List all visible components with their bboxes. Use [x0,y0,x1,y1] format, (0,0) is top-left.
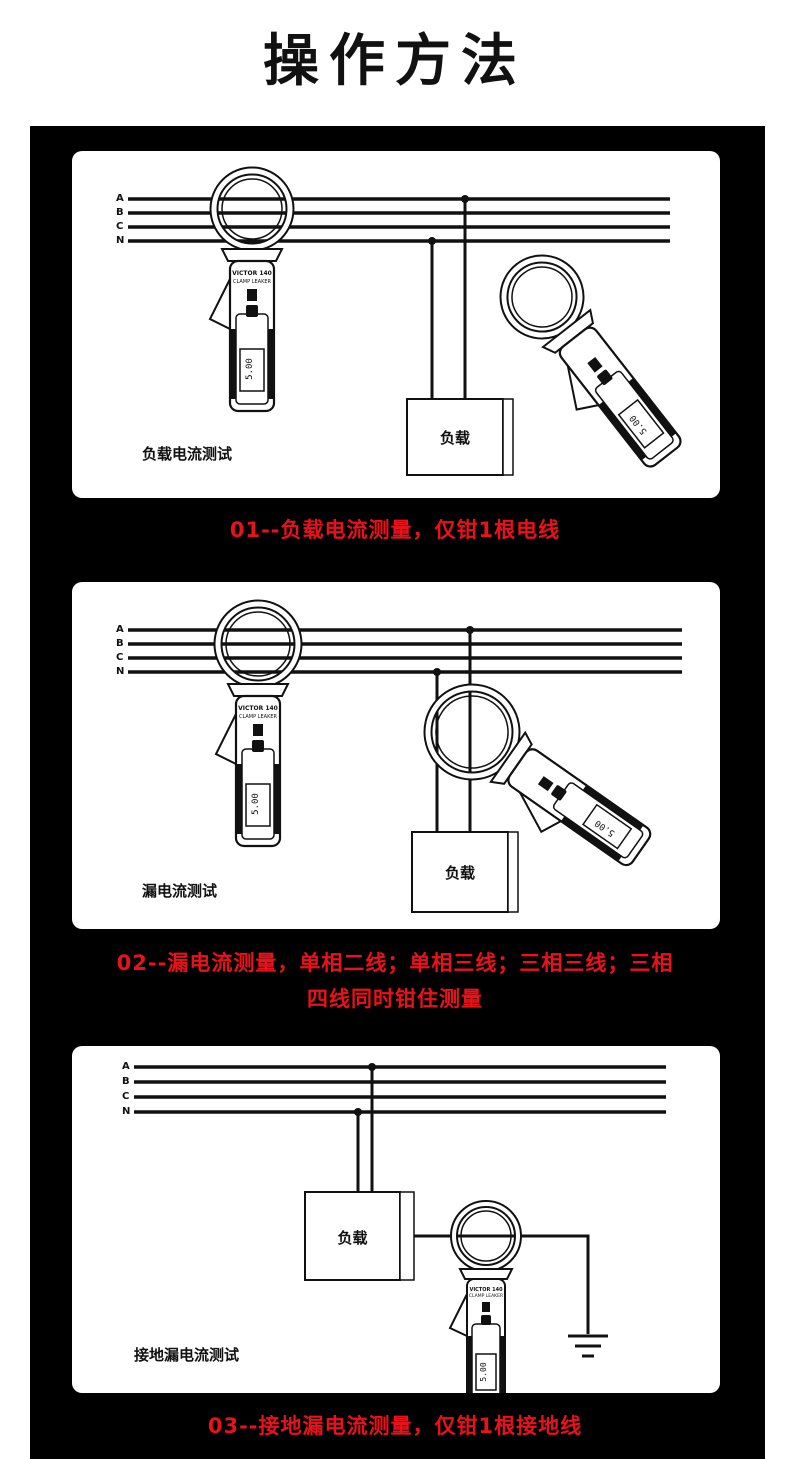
svg-text:5.00: 5.00 [251,793,261,815]
load-label: 负载 [444,864,475,882]
diagram-label: 漏电流测试 [142,882,218,900]
phase-label-c: C [122,1091,130,1102]
phase-label-c: C [116,221,124,232]
phase-label-a: A [116,193,124,204]
diagram-card-2: 5.00 VICTOR 140 CLAMP LEAKER 5.00 A B C … [72,582,720,929]
phase-label-n: N [116,666,125,677]
phase-label-n: N [122,1106,131,1117]
phase-label-b: B [122,1076,130,1087]
load-label: 负载 [337,1229,368,1247]
ground-leakage-diagram: 5.00 VICTOR 140 CLAMP LEAKER [134,1063,666,1393]
svg-text:CLAMP LEAKER: CLAMP LEAKER [233,279,272,285]
caption-2-line-1: 02--漏电流测量，单相二线；单相三线；三相三线；三相 [116,951,674,975]
diagram-card-3: 5.00 VICTOR 140 CLAMP LEAKER A B C N 负载 … [72,1046,720,1393]
svg-text:5.00: 5.00 [245,358,255,380]
diagram-card-1: 5.00 VICTOR 140 CLAMP LEAKER 5.00 A B C … [72,151,720,498]
caption-2-line-2: 四线同时钳住测量 [307,987,483,1011]
phase-label-b: B [116,207,124,218]
phase-label-c: C [116,652,124,663]
caption-1: 01--负载电流测量，仅钳1根电线 [229,518,561,542]
page-title: 操作方法 [263,29,527,94]
clamp-meter-right: 5.00 [499,254,682,468]
svg-text:CLAMP LEAKER: CLAMP LEAKER [239,714,278,720]
svg-text:5.00: 5.00 [479,1362,488,1381]
phase-lines [128,197,670,243]
phase-label-b: B [116,638,124,649]
load-label: 负载 [439,429,470,447]
diagram-label: 负载电流测试 [142,445,233,463]
phase-label-a: A [116,624,124,635]
phase-label-a: A [122,1061,130,1072]
svg-text:CLAMP LEAKER: CLAMP LEAKER [469,1293,503,1299]
leakage-current-diagram: 5.00 VICTOR 140 CLAMP LEAKER 5.00 [128,599,682,913]
diagram-label: 接地漏电流测试 [134,1346,240,1364]
clamp-meter-left: 5.00 VICTOR 140 CLAMP LEAKER [208,166,295,413]
load-current-diagram: 5.00 VICTOR 140 CLAMP LEAKER 5.00 [128,166,682,476]
phase-label-n: N [116,235,125,246]
svg-text:VICTOR 140: VICTOR 140 [232,270,272,277]
svg-text:VICTOR 140: VICTOR 140 [238,705,278,712]
caption-3: 03--接地漏电流测量，仅钳1根接地线 [207,1414,583,1438]
svg-text:VICTOR 140: VICTOR 140 [469,1287,503,1293]
